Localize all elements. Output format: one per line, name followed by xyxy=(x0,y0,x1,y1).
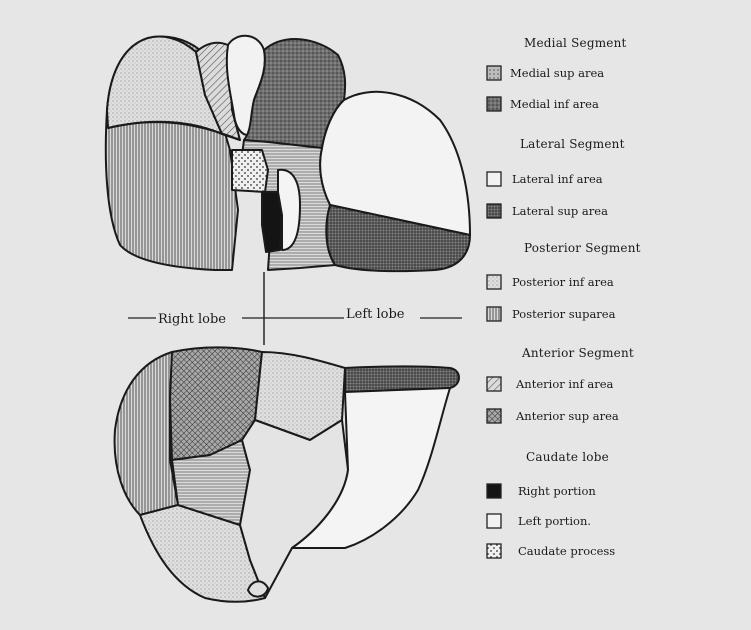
legend-item-anterior-sup: Anterior sup area xyxy=(516,407,619,425)
region-posterior-sup-bottom xyxy=(115,352,178,515)
legend-item-medial-sup: Medial sup area xyxy=(510,64,604,82)
legend-item-caudate-process: Caudate process xyxy=(518,542,615,560)
region-caudate-left xyxy=(278,170,300,250)
legend-heading-posterior: Posterior Segment xyxy=(524,241,641,255)
legend-item-caudate-right: Right portion xyxy=(518,482,596,500)
region-notch xyxy=(248,581,268,596)
legend-item-posterior-inf: Posterior inf area xyxy=(512,273,614,291)
lower-liver-view xyxy=(115,347,459,601)
upper-liver-view xyxy=(106,36,470,345)
lobe-label-row: Right lobe Left lobe xyxy=(128,307,462,327)
legend-item-lateral-inf: Lateral inf area xyxy=(512,170,603,188)
legend-item-posterior-sup: Posterior suparea xyxy=(512,305,615,323)
legend-swatches xyxy=(487,66,501,558)
legend-item-anterior-inf: Anterior inf area xyxy=(516,375,613,393)
legend-heading-medial: Medial Segment xyxy=(524,36,627,50)
legend-heading-lateral: Lateral Segment xyxy=(520,137,625,151)
legend-heading-anterior: Anterior Segment xyxy=(522,346,634,360)
legend-item-caudate-left: Left portion. xyxy=(518,512,591,530)
region-caudate-process xyxy=(232,150,268,192)
legend-item-medial-inf: Medial inf area xyxy=(510,95,599,113)
legend-item-lateral-sup: Lateral sup area xyxy=(512,202,608,220)
left-lobe-label: Left lobe xyxy=(346,307,405,322)
right-lobe-label: Right lobe xyxy=(158,312,226,327)
legend-heading-caudate: Caudate lobe xyxy=(526,450,609,464)
